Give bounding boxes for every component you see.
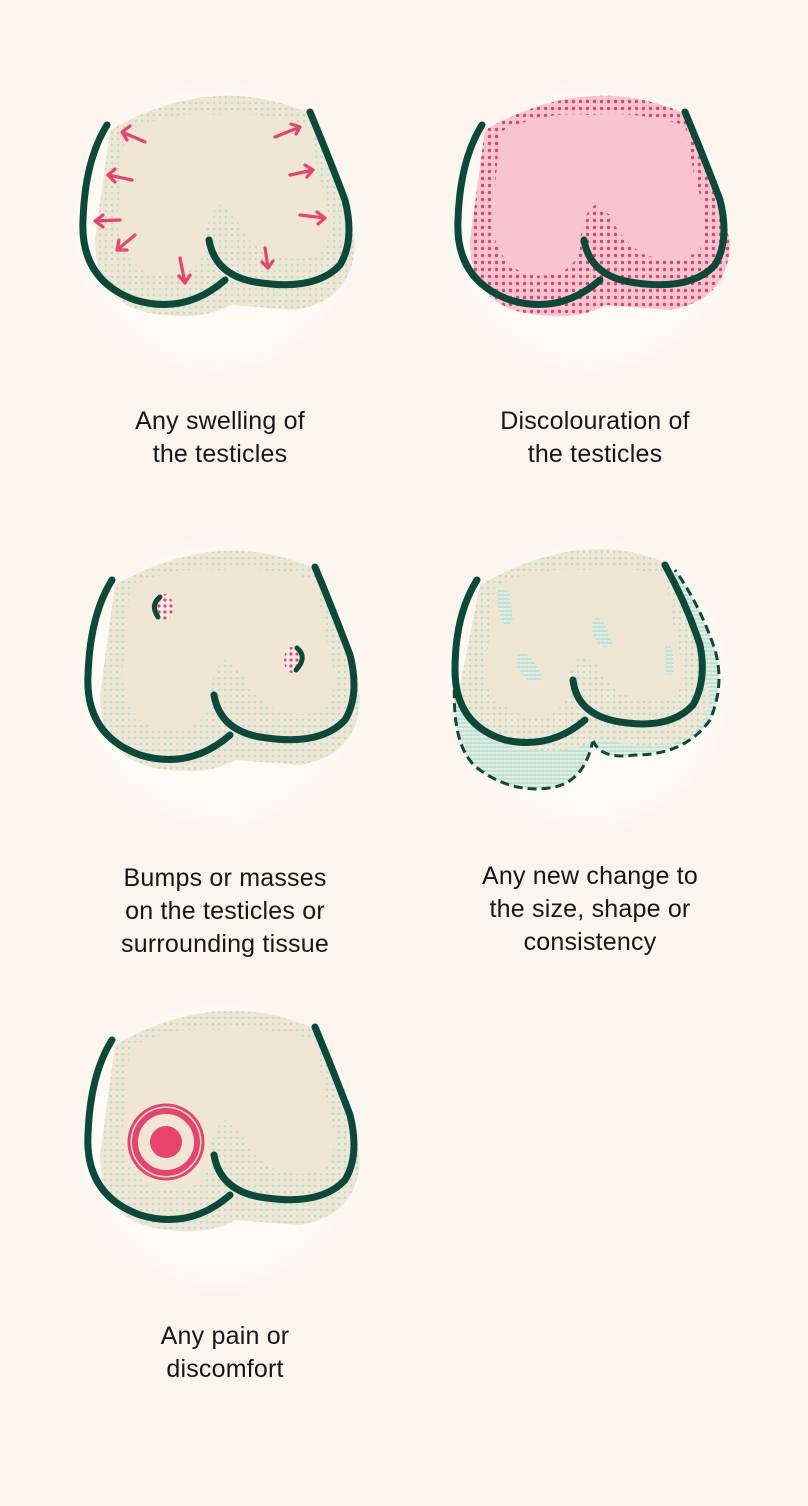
- symptom-card-bumps: Bumps or masses on the testicles or surr…: [60, 525, 390, 965]
- symptom-card-change: Any new change to the size, shape or con…: [425, 525, 755, 965]
- pain-target-icon: [70, 995, 370, 1295]
- bumps-icon: [70, 535, 370, 835]
- symptom-card-swelling: Any swelling of the testicles: [55, 70, 385, 480]
- caption-swelling: Any swelling of the testicles: [135, 407, 305, 468]
- symptom-card-discolouration: Discolouration of the testicles: [430, 70, 760, 480]
- discolouration-icon: [440, 80, 740, 380]
- caption-change: Any new change to the size, shape or con…: [481, 862, 699, 956]
- symptom-card-pain: Any pain or discomfort: [60, 985, 390, 1395]
- caption-pain: Any pain or discomfort: [160, 1322, 290, 1383]
- swelling-arrows-icon: [65, 80, 365, 380]
- caption-discolouration: Discolouration of the testicles: [500, 407, 690, 468]
- size-change-icon: [440, 535, 740, 835]
- caption-bumps: Bumps or masses on the testicles or surr…: [121, 864, 329, 958]
